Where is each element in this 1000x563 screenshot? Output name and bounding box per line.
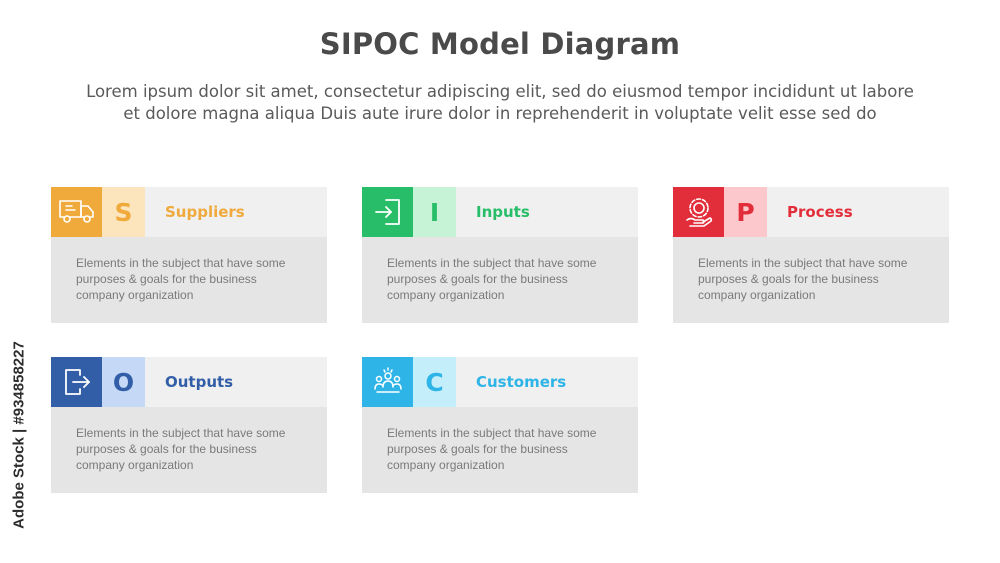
description-line: Elements in the subject that have some [76,426,286,440]
page-title: SIPOC Model Diagram [319,27,681,61]
description-line: Elements in the subject that have some [387,426,597,440]
letter-tile: S [102,187,145,237]
description-line: purposes & goals for the business [76,272,257,286]
card-letter: P [736,197,755,227]
subtitle-line-2: et dolore magna aliqua Duis aute irure d… [123,104,877,123]
letter-tile: O [102,357,145,407]
card-description: Elements in the subject that have some p… [76,425,316,473]
icon-tile [51,187,102,237]
card-header: P Process [673,187,949,237]
card-outputs: O Outputs Elements in the subject that h… [51,357,327,493]
card-header: S Suppliers [51,187,327,237]
card-body: Elements in the subject that have some p… [673,237,949,323]
delivery-truck-icon [58,200,94,223]
card-label: Outputs [165,373,234,391]
sign-out-icon [64,369,90,395]
card-label: Customers [476,373,567,391]
card-description: Elements in the subject that have some p… [387,425,627,473]
card-body: Elements in the subject that have some p… [362,407,638,493]
description-line: Elements in the subject that have some [76,256,286,270]
card-label: Process [787,203,853,221]
icon-tile [362,357,413,407]
stock-watermark: Adobe Stock | #934858227 [6,320,32,550]
card-label: Suppliers [165,203,245,221]
card-description: Elements in the subject that have some p… [387,255,627,303]
card-description: Elements in the subject that have some p… [698,255,938,303]
card-process: P Process Elements in the subject that h… [673,187,949,323]
gear-hand-icon [685,198,712,227]
card-body: Elements in the subject that have some p… [51,407,327,493]
icon-tile [51,357,102,407]
card-letter: C [425,367,444,397]
card-letter: S [114,197,133,227]
card-label: Inputs [476,203,530,221]
letter-tile: I [413,187,456,237]
card-body: Elements in the subject that have some p… [51,237,327,323]
card-inputs: I Inputs Elements in the subject that ha… [362,187,638,323]
icon-tile [673,187,724,237]
card-header: I Inputs [362,187,638,237]
letter-tile: P [724,187,767,237]
page-subtitle: Lorem ipsum dolor sit amet, consectetur … [40,81,960,125]
card-header: C Customers [362,357,638,407]
card-letter: I [429,197,440,227]
description-line: Elements in the subject that have some [698,256,908,270]
card-letter: O [112,367,135,397]
description-line: company organization [387,458,505,472]
letter-tile: C [413,357,456,407]
description-line: purposes & goals for the business [76,442,257,456]
icon-tile [362,187,413,237]
card-description: Elements in the subject that have some p… [76,255,316,303]
description-line: purposes & goals for the business [387,272,568,286]
card-customers: C Customers Elements in the subject that… [362,357,638,493]
watermark-text: Adobe Stock | #934858227 [10,341,28,529]
subtitle-line-1: Lorem ipsum dolor sit amet, consectetur … [86,82,914,101]
card-suppliers: S Suppliers Elements in the subject that… [51,187,327,323]
description-line: purposes & goals for the business [698,272,879,286]
description-line: Elements in the subject that have some [387,256,597,270]
description-line: company organization [387,288,505,302]
description-line: purposes & goals for the business [387,442,568,456]
description-line: company organization [698,288,816,302]
card-header: O Outputs [51,357,327,407]
customers-group-icon [373,367,402,393]
sign-in-icon [374,199,400,225]
description-line: company organization [76,458,194,472]
description-line: company organization [76,288,194,302]
card-body: Elements in the subject that have some p… [362,237,638,323]
